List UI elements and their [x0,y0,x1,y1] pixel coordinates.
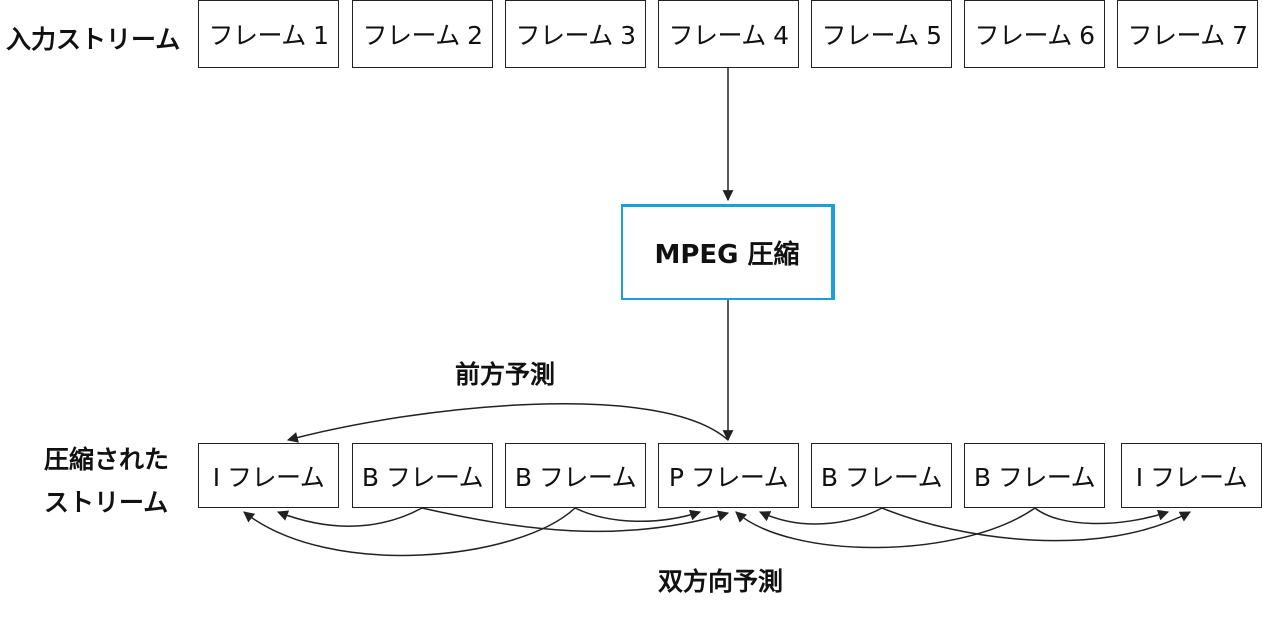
input-frame-1: フレーム 1 [198,0,339,68]
input-frame-6: フレーム 6 [964,0,1105,68]
input-stream-label: 入力ストリーム [6,25,181,54]
output-frame-6: B フレーム [964,443,1105,508]
bidir-arrow-b6-to-i7 [1034,507,1170,525]
output-frame-3: B フレーム [505,443,646,508]
bidirectional-prediction-label: 双方向予測 [658,567,784,596]
output-frame-5: B フレーム [811,443,952,508]
input-frame-3: フレーム 3 [505,0,646,68]
bidir-arrow-b5-to-p [759,507,883,525]
output-frame-4: P フレーム [658,443,799,508]
input-frame-7: フレーム 7 [1117,0,1258,68]
output-stream-label-line1: 圧縮された [44,445,170,474]
bidir-arrow-b6-to-p [735,507,1036,549]
bidir-arrow-b2-to-i1 [276,507,423,527]
bidir-arrow-b5-to-i7 [881,507,1191,542]
bidir-arrow-b3-to-i1 [243,507,576,557]
input-frame-5: フレーム 5 [811,0,952,68]
output-frame-2: B フレーム [352,443,493,508]
output-frame-1: I フレーム [198,443,339,508]
input-frame-2: フレーム 2 [352,0,493,68]
bidir-arrow-b2-to-p [421,507,730,533]
forward-prediction-label: 前方予測 [455,360,556,389]
output-frame-7: I フレーム [1121,443,1262,508]
input-frame-4: フレーム 4 [658,0,799,68]
forward-prediction-arrow [286,403,729,443]
mpeg-compression-box: MPEG 圧縮 [621,204,835,300]
output-stream-label-line2: ストリーム [44,488,169,517]
bidir-arrow-b3-to-p [574,507,702,522]
